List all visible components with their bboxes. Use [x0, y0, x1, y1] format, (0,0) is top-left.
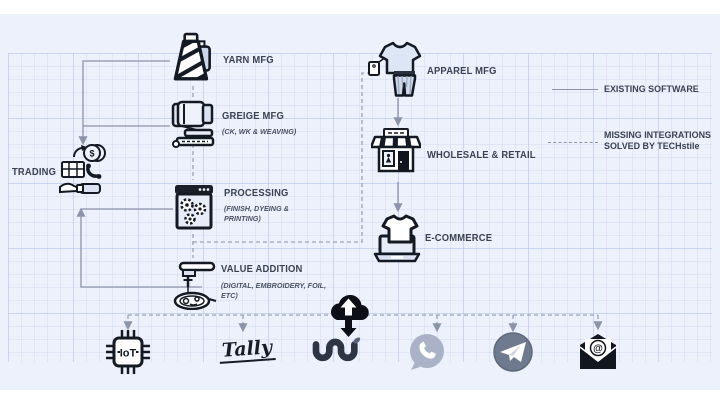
legend-missing-label: MISSING INTEGRATIONS SOLVED BY TECHstile: [604, 130, 711, 152]
dollar-sign: $: [89, 149, 94, 159]
whatsapp-icon: [410, 334, 444, 370]
uni-commerce-logo: [312, 337, 361, 362]
iot-text: IoT: [120, 348, 137, 360]
embroidery-machine-icon: [173, 261, 217, 310]
email-at-text: @: [593, 344, 603, 355]
connector-yarn-to-trading: [78, 60, 170, 146]
processing-subtitle: (FINISH, DYEING & PRINTING): [224, 204, 289, 223]
trading-label: TRADING: [12, 167, 57, 178]
value-addition-label: VALUE ADDITION: [221, 264, 303, 275]
email-icon: @: [579, 334, 617, 369]
wholesale-retail-label: WHOLESALE & RETAIL: [427, 150, 536, 161]
processing-label: PROCESSING: [224, 188, 289, 199]
processing-machine-icon: [175, 185, 213, 230]
value-addition-subtitle: (DIGITAL, EMBROIDERY, FOIL, ETC): [221, 281, 327, 300]
connector-valueaddition-to-trading: [76, 207, 202, 288]
apparel-tshirt-pants-icon: [368, 41, 422, 97]
storefront-icon: [371, 128, 421, 173]
knitting-machine-icon: [171, 100, 215, 148]
cloud-sync-icon: [331, 294, 369, 337]
ecommerce-label: E-COMMERCE: [425, 233, 493, 244]
iot-chip-icon: IoT: [106, 330, 150, 374]
legend-missing-line1: MISSING INTEGRATIONS: [604, 130, 712, 141]
apparel-mfg-label: APPAREL MFG: [427, 66, 497, 77]
greige-mfg-subtitle: (CK, WK & WEAVING): [222, 127, 297, 136]
yarn-mfg-label: YARN MFG: [223, 55, 274, 66]
yarn-cone-icon: [173, 32, 211, 81]
trading-icon: $: [59, 144, 106, 194]
telegram-icon: [493, 332, 533, 372]
legend-solid-line: [552, 89, 598, 90]
legend-missing-line2: SOLVED BY TECHstile: [604, 141, 700, 152]
tally-logo: Tally: [218, 336, 276, 364]
connector-processing-to-apparel-dashed: [193, 72, 370, 243]
legend-existing-label: EXISTING SOFTWARE: [604, 84, 699, 95]
greige-mfg-label: GREIGE MFG: [222, 111, 284, 122]
ecommerce-laptop-icon: [373, 214, 421, 263]
legend-dashed-line: [548, 142, 598, 143]
